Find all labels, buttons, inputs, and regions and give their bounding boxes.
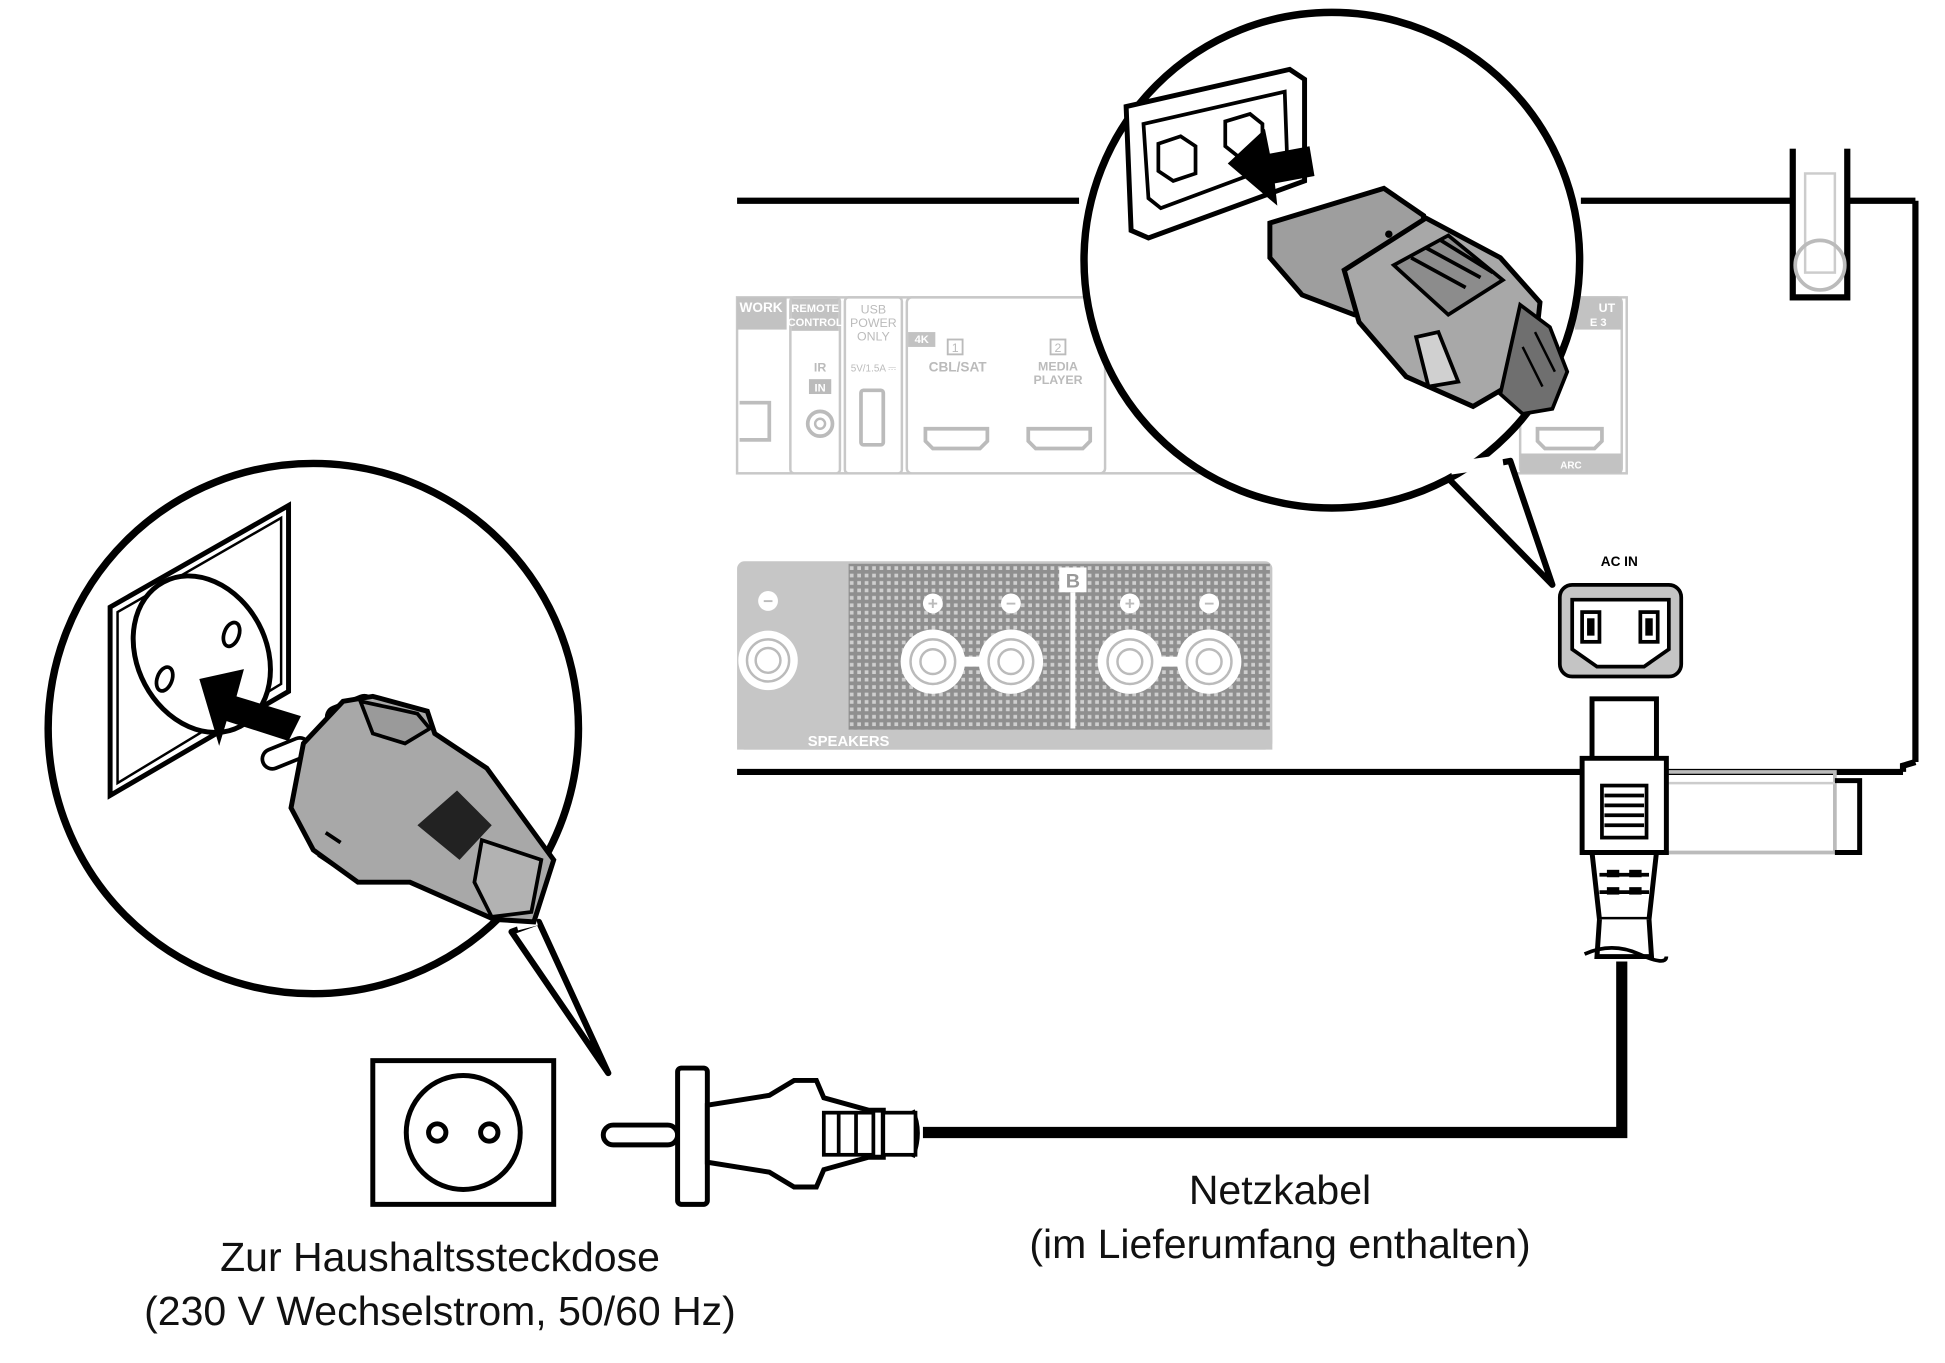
ac-inlet: AC IN <box>1557 554 1684 679</box>
caption-cable-line1: Netzkabel <box>1188 1167 1372 1213</box>
callout-ac-inlet <box>1080 8 1584 588</box>
iec-connector <box>1579 696 1669 963</box>
label-remote-2: CONTROL <box>788 317 843 329</box>
label-hdmi-out-1: UT <box>1599 301 1616 315</box>
caption-outlet-line1: Zur Haushaltssteckdose <box>220 1234 660 1280</box>
caption-power-cable: Netzkabel (im Lieferumfang enthalten) <box>980 1163 1580 1271</box>
label-ac-in: AC IN <box>1601 554 1638 569</box>
label-minus-2: − <box>1204 594 1214 614</box>
label-network: WORK <box>740 300 783 315</box>
label-minus-1: − <box>1006 594 1016 614</box>
schuko-plug-closeup <box>260 693 557 925</box>
speaker-terminals: SPEAKERS B − + − + − <box>737 561 1273 750</box>
label-hdmi-out-2: E 3 <box>1590 317 1607 329</box>
label-cbl-sat: CBL/SAT <box>929 360 988 375</box>
label-remote-1: REMOTE <box>791 303 839 315</box>
label-media-2: PLAYER <box>1033 373 1082 387</box>
label-media-1: MEDIA <box>1038 359 1078 373</box>
label-plus-2: + <box>1125 594 1135 614</box>
label-ir-in: IN <box>815 383 826 395</box>
label-usb-rating: 5V/1.5A ⎓ <box>851 364 896 375</box>
wall-outlet <box>370 1058 557 1207</box>
label-usb-1: USB <box>861 302 886 316</box>
label-ir: IR <box>814 361 826 375</box>
label-usb-2: POWER <box>850 316 897 330</box>
label-speakers: SPEAKERS <box>808 734 890 750</box>
label-arc: ARC <box>1560 460 1581 471</box>
power-cable <box>600 696 1669 1207</box>
caption-wall-outlet: Zur Haushaltssteckdose (230 V Wechselstr… <box>100 1230 780 1338</box>
label-minus-0: − <box>763 591 773 611</box>
schuko-plug <box>600 1065 918 1207</box>
caption-cable-line2: (im Lieferumfang enthalten) <box>1029 1221 1531 1267</box>
label-media-num: 2 <box>1055 341 1062 355</box>
label-usb-3: ONLY <box>857 330 890 344</box>
iec-plug-closeup <box>1267 185 1570 416</box>
label-speaker-b: B <box>1066 570 1080 592</box>
label-plus-1: + <box>928 594 938 614</box>
label-cbl-sat-num: 1 <box>952 341 959 355</box>
callout-wall-socket <box>44 459 612 1077</box>
antenna <box>1785 123 1860 301</box>
caption-outlet-line2: (230 V Wechselstrom, 50/60 Hz) <box>144 1288 736 1334</box>
label-4k: 4K <box>915 334 929 346</box>
